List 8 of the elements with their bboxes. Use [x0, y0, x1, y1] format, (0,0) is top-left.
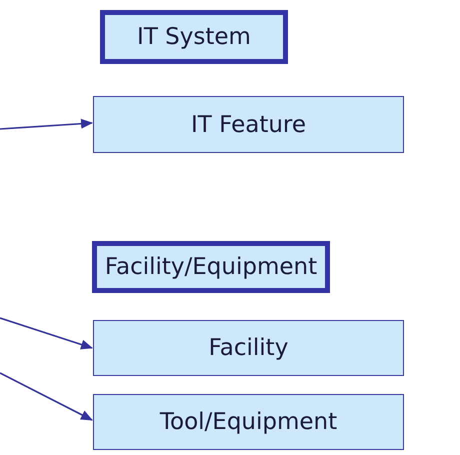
- heading-box: IT System: [100, 10, 288, 64]
- arrow: [0, 118, 93, 130]
- arrow: [0, 372, 93, 421]
- item-box: Facility: [93, 320, 404, 376]
- heading-box: Facility/Equipment: [92, 241, 330, 293]
- item-box: IT Feature: [93, 96, 404, 153]
- item-box: Tool/Equipment: [93, 394, 404, 450]
- arrow: [0, 317, 93, 350]
